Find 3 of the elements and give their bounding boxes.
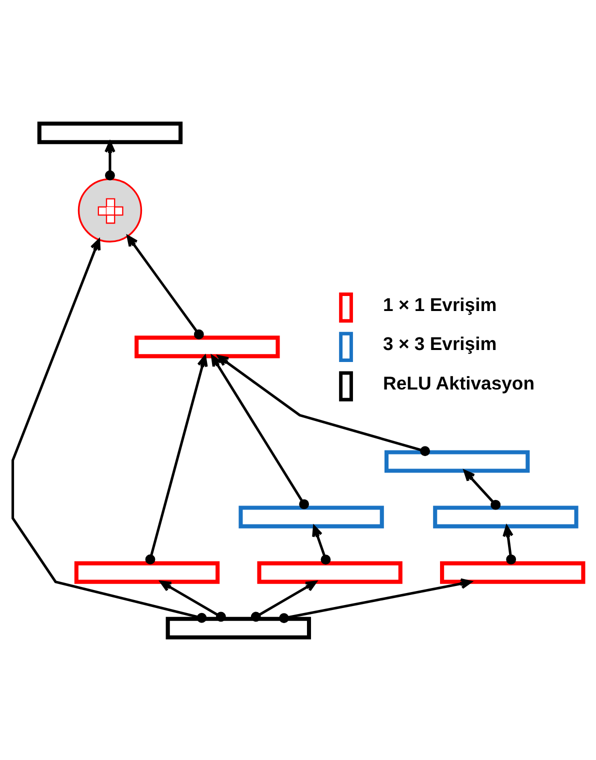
legend-label: 1 × 1 Evrişim: [383, 293, 497, 314]
legend-label: ReLU Aktivasyon: [383, 372, 535, 394]
legend-label: 3 × 3 Evrişim: [383, 332, 497, 354]
